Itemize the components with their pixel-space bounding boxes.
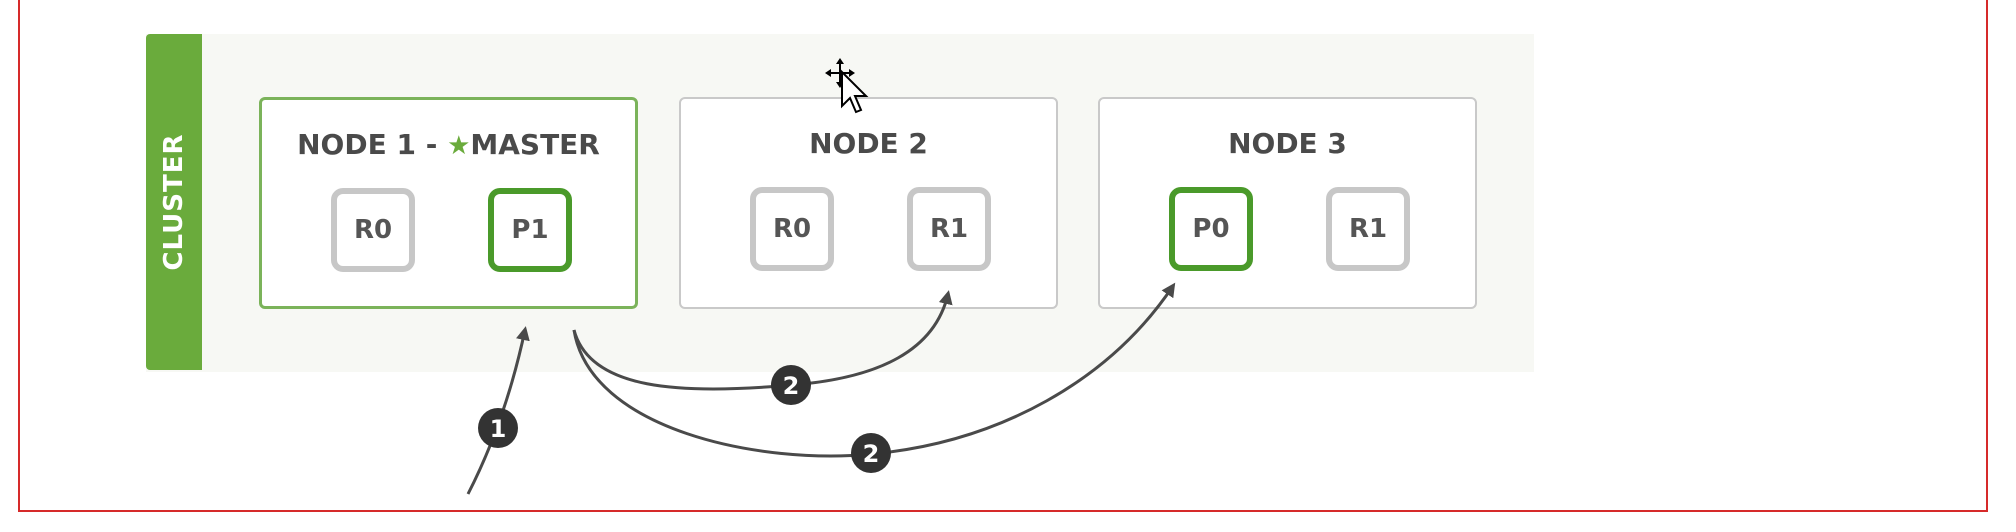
node-3: NODE 3 P0 R1 — [1098, 97, 1477, 309]
cluster-label-bar: CLUSTER — [146, 34, 202, 370]
shard-replica-r0: R0 — [331, 188, 415, 272]
move-cursor-icon — [825, 58, 869, 114]
step-badge-2a: 2 — [771, 365, 811, 405]
star-icon: ★ — [447, 131, 471, 161]
node-title: NODE 1 - ★MASTER — [297, 128, 600, 161]
shard-replica-r1: R1 — [1326, 187, 1410, 271]
node-title: NODE 3 — [1228, 127, 1347, 160]
shard-primary-p1: P1 — [488, 188, 572, 272]
svg-text:2: 2 — [783, 372, 800, 400]
shard-primary-p0: P0 — [1169, 187, 1253, 271]
shard-replica-r1: R1 — [907, 187, 991, 271]
node-1-master: NODE 1 - ★MASTER R0 P1 — [259, 97, 638, 309]
node-title: NODE 2 — [809, 127, 928, 160]
arrow-replicate-node2 — [572, 290, 953, 391]
node-2: NODE 2 R0 R1 — [679, 97, 1058, 309]
svg-text:2: 2 — [863, 440, 880, 468]
window-frame — [18, 0, 1988, 512]
shard-replica-r0: R0 — [750, 187, 834, 271]
arrow-forward-node3 — [572, 282, 1176, 458]
svg-text:1: 1 — [490, 415, 507, 443]
step-badge-2b: 2 — [851, 433, 891, 473]
step-badge-1: 1 — [478, 408, 518, 448]
